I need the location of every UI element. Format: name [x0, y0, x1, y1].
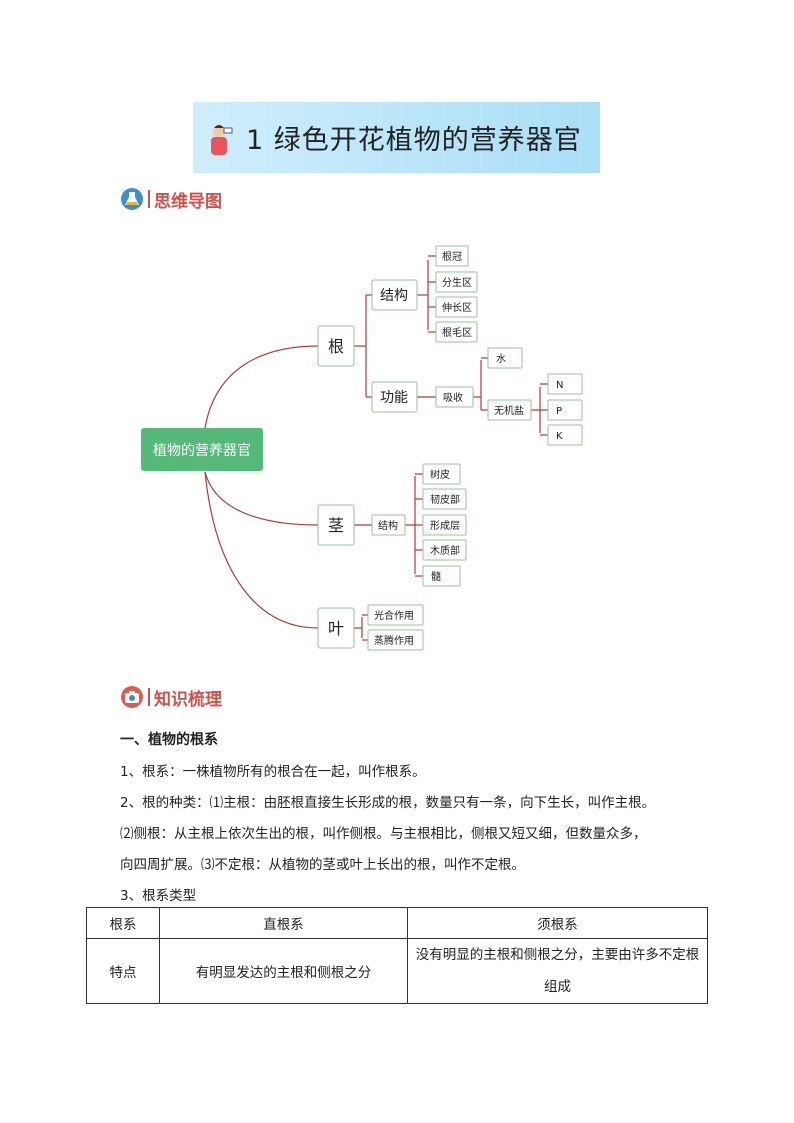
node-n: [547, 373, 583, 395]
label-gen-struct: 结构: [380, 288, 408, 304]
flask-icon: [121, 188, 143, 210]
label-meristem: 分生区: [442, 276, 472, 289]
node-root-cap: [435, 245, 469, 267]
label-photosynthesis: 光合作用: [374, 609, 414, 622]
label-cambium: 形成层: [430, 520, 460, 532]
node-jing-struct: [371, 514, 406, 536]
node-salt: [487, 399, 532, 421]
section-title-knowledge: 知识梳理: [154, 689, 222, 710]
node-xylem: [422, 539, 467, 561]
label-gen-func: 功能: [380, 390, 408, 406]
paragraph-3: ⑵侧根：从主根上依次生出的根，叫作侧根。与主根相比，侧根又短又细，但数量众多，: [120, 826, 647, 842]
paragraph-2: 2、根的种类：⑴主根：由胚根直接生长形成的根，数量只有一条，向下生长，叫作主根。: [120, 795, 656, 811]
label-absorb: 吸收: [443, 391, 463, 404]
label-transpiration: 蒸腾作用: [374, 634, 414, 647]
table-cell: 有明显发达的主根和侧根之分: [159, 938, 408, 1004]
label-bark: 树皮: [430, 468, 450, 481]
table-header-cell: 直根系: [159, 907, 408, 939]
student-icon: [211, 125, 233, 155]
table-row: 特点 有明显发达的主根和侧根之分 没有明显的主根和侧根之分，主要由许多不定根组成: [86, 938, 708, 1004]
mind-map-root-label: 植物的营养器官: [153, 443, 251, 459]
node-k: [547, 424, 583, 446]
label-ye: 叶: [328, 619, 344, 638]
label-xylem: 木质部: [430, 544, 460, 557]
title-banner: [193, 102, 600, 173]
table-header-cell: 须根系: [407, 907, 708, 939]
table-header-cell: 根系: [86, 907, 160, 939]
node-water: [487, 347, 523, 369]
label-gen: 根: [328, 337, 344, 356]
node-absorb: [435, 386, 474, 408]
node-jing: [317, 504, 355, 546]
node-elongation: [435, 296, 478, 318]
node-meristem: [435, 271, 478, 293]
paragraph-5: 3、根系类型: [120, 888, 197, 904]
label-root-hair: 根毛区: [442, 326, 472, 339]
node-p: [547, 399, 583, 421]
table-header-row: 根系 直根系 须根系: [86, 907, 708, 939]
label-k: K: [556, 431, 563, 442]
paragraph-1: 1、根系：一株植物所有的根合在一起，叫作根系。: [120, 764, 426, 780]
section-divider: [148, 688, 150, 706]
label-salt: 无机盐: [494, 404, 524, 417]
label-jing: 茎: [328, 516, 344, 535]
node-phloem: [422, 488, 467, 510]
mind-map-root-node: [141, 428, 263, 471]
section-title-mindmap: 思维导图: [154, 191, 222, 212]
root-system-table: 根系 直根系 须根系 特点 有明显发达的主根和侧根之分 没有明显的主根和侧根之分…: [86, 907, 708, 1004]
label-p: P: [556, 406, 562, 417]
node-gen-struct: [371, 279, 418, 311]
table-cell: 特点: [86, 938, 160, 1004]
node-transpiration: [367, 629, 424, 651]
camera-icon: [121, 686, 143, 708]
mind-map: 植物的营养器官 根 茎 叶 结构 功能 根冠 分生区 伸长区 根毛区: [141, 245, 583, 651]
section-header-mindmap: 思维导图: [120, 186, 222, 212]
section-header-knowledge: 知识梳理: [120, 684, 222, 710]
node-gen: [317, 325, 355, 367]
node-bark: [422, 463, 461, 485]
label-n: N: [556, 380, 563, 391]
paragraph-4: 向四周扩展。⑶不定根：从植物的茎或叶上长出的根，叫作不定根。: [120, 857, 525, 873]
label-elongation: 伸长区: [442, 302, 472, 314]
mind-map-connectors: [204, 255, 548, 641]
node-pith: [422, 565, 461, 587]
section-divider: [148, 190, 150, 208]
label-root-cap: 根冠: [442, 250, 462, 263]
label-water: 水: [496, 353, 506, 365]
node-gen-func: [371, 381, 418, 413]
page-title: 1 绿色开花植物的营养器官: [246, 125, 582, 156]
label-pith: 髓: [431, 570, 441, 583]
heading-root-system: 一、植物的根系: [120, 732, 218, 748]
node-photosynthesis: [367, 604, 424, 626]
node-ye: [317, 607, 355, 649]
label-jing-struct: 结构: [378, 519, 398, 532]
label-phloem: 韧皮部: [430, 493, 460, 506]
table-cell: 没有明显的主根和侧根之分，主要由许多不定根组成: [407, 938, 708, 1004]
node-cambium: [422, 514, 467, 536]
node-root-hair: [435, 321, 478, 343]
